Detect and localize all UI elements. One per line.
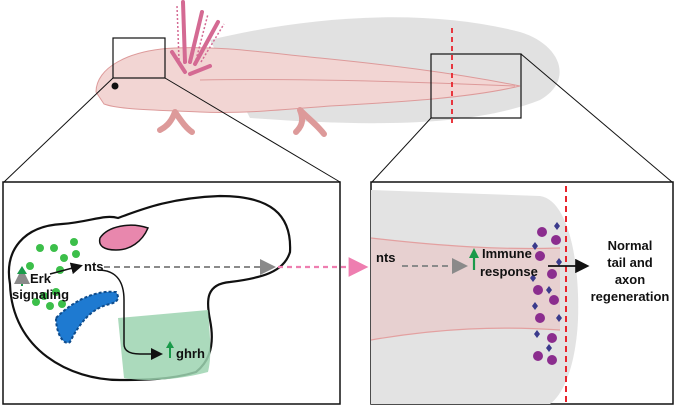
signaling-label: signaling	[12, 287, 69, 302]
immune-cells	[530, 222, 562, 365]
immune-label-1: Immune	[482, 246, 532, 261]
nts-to-ghrh-arrow	[97, 269, 163, 360]
outcome-line-1: Normal	[608, 238, 653, 253]
pituitary-region	[98, 224, 150, 251]
erk-label: Erk	[30, 271, 52, 286]
ghrh-label: ghrh	[176, 346, 205, 361]
gills-icon	[170, 0, 220, 76]
nts-tail-label: nts	[376, 250, 396, 265]
zoom-lines	[3, 53, 673, 183]
front-leg	[157, 109, 195, 135]
nts-brain-label: nts	[84, 259, 104, 274]
lateral-line	[199, 78, 516, 87]
tail-section-icon	[371, 190, 579, 404]
hind-leg	[293, 107, 327, 137]
brain-zoom-box	[112, 37, 166, 79]
axolotl-eye	[111, 82, 119, 90]
axolotl-illustration	[95, 0, 560, 137]
ghrh-up-arrow	[166, 341, 174, 348]
erk-dots	[26, 238, 80, 310]
immune-up-arrow	[469, 248, 479, 258]
outcome-line-3: axon	[615, 272, 645, 287]
choroid-plexus	[54, 290, 119, 344]
outcome-text: Normal tail and axon regeneration	[591, 238, 670, 304]
tail-zoom-box	[430, 53, 522, 119]
hypothalamus-region	[118, 310, 211, 380]
outcome-line-4: regeneration	[591, 289, 670, 304]
outcome-line-2: tail and	[607, 255, 653, 270]
immune-label-2: response	[480, 264, 538, 279]
erk-to-nts-arrow	[49, 262, 83, 275]
